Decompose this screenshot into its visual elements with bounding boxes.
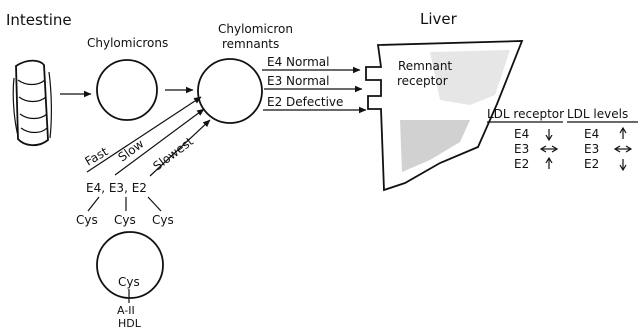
chylomicron-remnants-particle: [198, 59, 262, 123]
remnant-receptor-label-line1: Remnant: [398, 59, 452, 73]
chylomicron-remnants-label-line1: Chylomicron: [218, 22, 293, 36]
ldl-levels-row-label: E4: [584, 127, 599, 141]
chylomicrons-particle: [97, 60, 157, 120]
arrow-down-icon: [620, 159, 626, 170]
intestine-label: Intestine: [6, 11, 72, 29]
ldl-receptor-row-label: E4: [514, 127, 529, 141]
remnant-receptor-label-line2: receptor: [397, 74, 448, 88]
e3-normal-label: E3 Normal: [267, 74, 329, 88]
a2-label: A-II: [117, 304, 135, 317]
arrow-both-icon: [541, 146, 557, 152]
slow-label: Slow: [116, 136, 147, 164]
e4-normal-label: E4 Normal: [267, 55, 329, 69]
arrow-both-icon: [615, 146, 631, 152]
isoforms-label: E4, E3, E2: [86, 181, 147, 195]
chylomicrons-label: Chylomicrons: [87, 36, 168, 50]
ldl-receptor-row-label: E2: [514, 157, 529, 171]
slowest-label: Slowest: [150, 134, 196, 173]
hdl-cys-label: Cys: [118, 275, 140, 289]
ldl-levels-title: LDL levels: [567, 107, 628, 121]
arrow-up-icon: [546, 158, 552, 169]
arrow-up-icon: [620, 128, 626, 139]
liver-label: Liver: [420, 10, 458, 28]
fast-label: Fast: [83, 144, 111, 168]
ldl-levels-row-label: E3: [584, 142, 599, 156]
ldl-levels-row-label: E2: [584, 157, 599, 171]
intestine-icon: [13, 61, 51, 146]
connector-e4-cys: [88, 197, 99, 211]
arrow-down-icon: [546, 129, 552, 140]
e2-defective-label: E2 Defective: [267, 95, 343, 109]
cys-label-1: Cys: [76, 213, 98, 227]
ldl-receptor-title: LDL receptor: [487, 107, 564, 121]
cys-label-3: Cys: [152, 213, 174, 227]
hdl-label: HDL: [118, 317, 142, 330]
ldl-receptor-row-label: E3: [514, 142, 529, 156]
chylomicron-remnants-label-line2: remnants: [222, 37, 279, 51]
connector-e2-cys: [148, 197, 161, 211]
cys-label-2: Cys: [114, 213, 136, 227]
